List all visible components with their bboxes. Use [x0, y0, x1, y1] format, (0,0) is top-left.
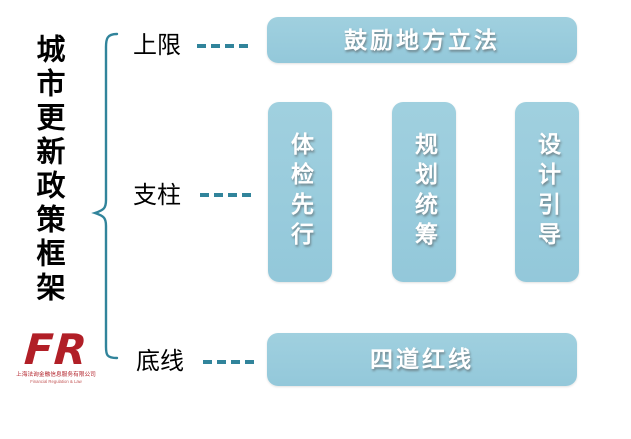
curly-brace	[91, 32, 119, 360]
dashed-connector-middle	[200, 193, 251, 197]
tier-label-upper-limit: 上限	[133, 32, 181, 59]
pillar-box-design-guidance: 设计引导	[515, 102, 579, 282]
dashed-connector-top	[197, 44, 248, 48]
box-top-label: 鼓励地方立法	[344, 26, 500, 53]
box-four-red-lines: 四道红线	[267, 333, 577, 386]
fr-logo: FR 上海法询金融信息服务有限公司 Financial Regulation &…	[12, 325, 100, 385]
fr-logo-company-name-cn: 上海法询金融信息服务有限公司	[16, 372, 96, 378]
page-title: 城市更新政策框架	[32, 34, 64, 306]
pillar-label: 体检先行	[287, 132, 314, 252]
fr-logo-mark: FR	[22, 325, 90, 374]
pillar-label: 规划统筹	[411, 132, 438, 252]
box-bottom-label: 四道红线	[370, 346, 474, 372]
pillar-box-health-check-first: 体检先行	[268, 102, 332, 282]
dashed-connector-bottom	[203, 360, 254, 364]
tier-label-bottom-line: 底线	[136, 348, 184, 375]
tier-label-pillars: 支柱	[133, 182, 181, 209]
fr-logo-company-name-en: Financial Regulation & Law	[30, 379, 82, 385]
box-encourage-local-legislation: 鼓励地方立法	[267, 17, 577, 63]
pillar-box-planning-coordination: 规划统筹	[392, 102, 456, 282]
pillar-label: 设计引导	[534, 132, 561, 252]
